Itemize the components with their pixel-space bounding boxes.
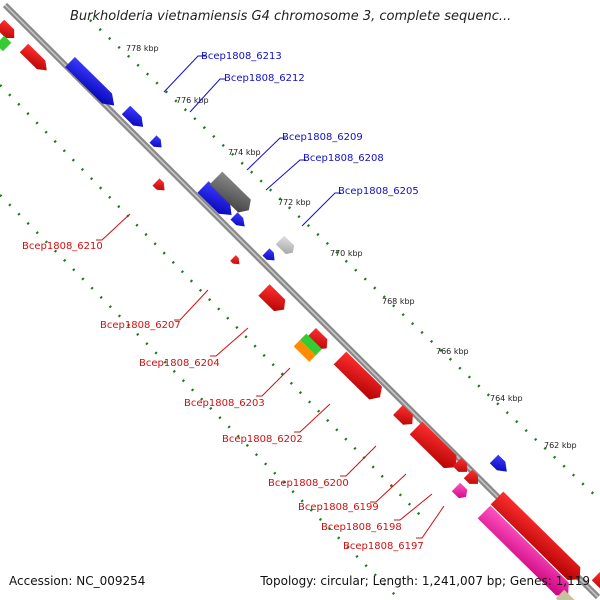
gene-bcep1808-6203[interactable] bbox=[293, 333, 322, 362]
gene-label-forward[interactable]: Bcep1808_6209 bbox=[282, 132, 363, 143]
gene-forward-small[interactable] bbox=[149, 135, 165, 151]
gene-label-reverse[interactable]: Bcep1808_6207 bbox=[100, 320, 181, 331]
gene-reverse-1[interactable] bbox=[19, 43, 51, 75]
gene-bcep1808-6198[interactable] bbox=[451, 482, 470, 501]
gene-bcep1808-6207[interactable] bbox=[258, 284, 289, 315]
tick-label: 770 kbp bbox=[330, 249, 363, 258]
gene-label-reverse[interactable]: Bcep1808_6202 bbox=[222, 434, 303, 445]
gene-bcep1808-6212[interactable] bbox=[121, 105, 148, 131]
reverse-leader-lines bbox=[96, 213, 445, 539]
gene-reverse-edge[interactable] bbox=[0, 19, 18, 43]
gene-bcep1808-6204[interactable] bbox=[306, 328, 332, 353]
gene-reverse-mid[interactable] bbox=[393, 405, 417, 429]
gene-label-reverse[interactable]: Bcep1808_6199 bbox=[298, 502, 379, 513]
gene-forward-small-4[interactable] bbox=[489, 454, 511, 476]
gene-green-edge[interactable] bbox=[0, 35, 12, 52]
tick-track-outer bbox=[89, 19, 600, 501]
gene-label-reverse[interactable]: Bcep1808_6200 bbox=[268, 478, 349, 489]
tick-label: 762 kbp bbox=[544, 441, 577, 450]
gene-forward-small-3[interactable] bbox=[262, 248, 278, 264]
gene-bcep1808-6205[interactable] bbox=[275, 235, 297, 257]
tick-label: 766 kbp bbox=[436, 347, 469, 356]
accession-label: Accession: NC_009254 bbox=[9, 574, 146, 588]
gene-label-forward[interactable]: Bcep1808_6213 bbox=[201, 51, 282, 62]
topology-label: Topology: circular; Length: 1,241,007 bp… bbox=[260, 574, 590, 588]
map-title: Burkholderia vietnamiensis G4 chromosome… bbox=[70, 9, 512, 24]
gene-label-reverse[interactable]: Bcep1808_6197 bbox=[343, 541, 424, 552]
gene-bcep1808-6210[interactable] bbox=[152, 178, 168, 194]
gene-label-reverse[interactable]: Bcep1808_6198 bbox=[321, 522, 402, 533]
gene-label-forward[interactable]: Bcep1808_6205 bbox=[338, 186, 419, 197]
gene-reverse-small-2[interactable] bbox=[463, 469, 482, 488]
gene-reverse-edge-2[interactable] bbox=[591, 571, 600, 592]
gene-bcep1808-6208[interactable] bbox=[197, 181, 237, 220]
forward-genes bbox=[65, 57, 511, 476]
gene-forward-small-2[interactable] bbox=[230, 212, 248, 230]
gene-label-reverse[interactable]: Bcep1808_6203 bbox=[184, 398, 265, 409]
gene-reverse-small[interactable] bbox=[230, 255, 242, 267]
gene-bcep1808-6197[interactable] bbox=[477, 505, 575, 600]
forward-leader-lines bbox=[163, 55, 341, 227]
gene-bcep1808-6202[interactable] bbox=[333, 351, 387, 404]
gene-reverse-long[interactable] bbox=[490, 491, 586, 586]
tick-label: 776 kbp bbox=[176, 96, 209, 105]
gene-label-reverse[interactable]: Bcep1808_6210 bbox=[22, 241, 103, 252]
tick-label: 772 kbp bbox=[278, 198, 311, 207]
gene-label-reverse[interactable]: Bcep1808_6204 bbox=[139, 358, 220, 369]
tick-label: 764 kbp bbox=[490, 394, 523, 403]
reverse-genes bbox=[0, 19, 600, 600]
gene-bcep1808-6209[interactable] bbox=[209, 171, 255, 217]
gene-bcep1808-6213[interactable] bbox=[65, 57, 119, 110]
tick-track-inner-1 bbox=[0, 84, 421, 516]
gene-label-forward[interactable]: Bcep1808_6212 bbox=[224, 73, 305, 84]
gene-label-forward[interactable]: Bcep1808_6208 bbox=[303, 153, 384, 164]
tick-label: 768 kbp bbox=[382, 297, 415, 306]
gene-bcep1808-6199[interactable] bbox=[452, 457, 471, 476]
tick-label: 778 kbp bbox=[126, 44, 159, 53]
tick-label: 774 kbp bbox=[228, 148, 261, 157]
gene-olive-edge[interactable] bbox=[555, 589, 586, 600]
gene-bcep1808-6200[interactable] bbox=[409, 421, 463, 474]
